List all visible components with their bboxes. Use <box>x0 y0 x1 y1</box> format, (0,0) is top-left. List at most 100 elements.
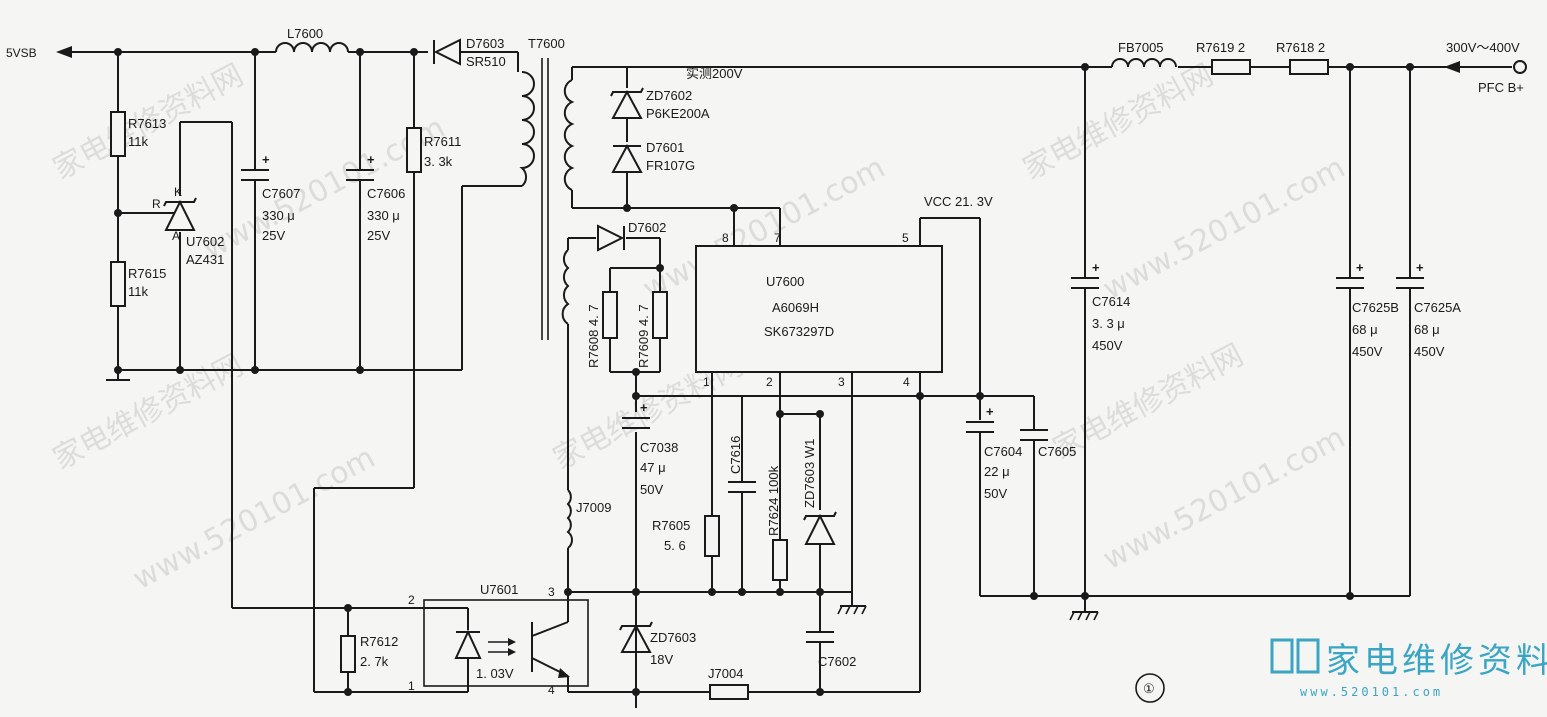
svg-text:+: + <box>262 152 270 167</box>
label-r: R <box>152 197 161 211</box>
capacitor-c7606: + C7606 330 μ 25V <box>346 152 405 243</box>
label-u7601: U7601 <box>480 582 518 597</box>
label-j7009: J7009 <box>576 500 611 515</box>
capacitor-c7616: C7616 <box>728 436 756 493</box>
svg-text:+: + <box>1356 260 1364 275</box>
label-r7612-val: 2. 7k <box>360 654 389 669</box>
label-u7602-val: AZ431 <box>186 252 224 267</box>
label-r7608: R7608 4. 7 <box>586 304 601 368</box>
resistor-r7615: R7615 11k <box>110 261 166 307</box>
label-c7625b-v1: 68 μ <box>1352 322 1378 337</box>
label-r7613-val: 11k <box>128 134 148 149</box>
pin-2: 2 <box>766 375 773 389</box>
label-d7603: D7603 <box>466 36 504 51</box>
watermark-cn: 家电维修资料网 <box>1017 58 1219 187</box>
label-t7600: T7600 <box>528 36 565 51</box>
regulator-u7602: K R A U7602 AZ431 <box>152 185 224 267</box>
watermark-url: www.520101.com <box>127 440 381 597</box>
label-u7602: U7602 <box>186 234 224 249</box>
pin-7: 7 <box>774 231 781 245</box>
label-vcc: VCC 21. 3V <box>924 194 993 209</box>
opto-pin-4: 4 <box>548 683 555 697</box>
diode-d7602: D7602 <box>597 220 666 252</box>
svg-text:+: + <box>986 404 994 419</box>
resistor-r7611: R7611 3. 3k <box>406 127 461 173</box>
label-r7609: R7609 4. 7 <box>636 304 651 368</box>
svg-text:+: + <box>1092 260 1100 275</box>
label-zd7602: ZD7602 <box>646 88 692 103</box>
label-circle-num: ① <box>1143 681 1155 696</box>
label-c7625a-v1: 68 μ <box>1414 322 1440 337</box>
label-c7038: C7038 <box>640 440 678 455</box>
resistor-r7619: R7619 2 <box>1196 40 1251 75</box>
label-input-voltage: 300V～400V <box>1446 40 1520 55</box>
ferrite-fb7005: FB7005 <box>1111 40 1177 68</box>
capacitor-c7607: + C7607 330 μ 25V <box>241 152 300 243</box>
input-terminal: 300V～400V PFC B+ <box>1444 40 1527 95</box>
inductor-l7600: L7600 <box>275 26 349 53</box>
label-c7607: C7607 <box>262 186 300 201</box>
label-c7604-v1: 22 μ <box>984 464 1010 479</box>
label-u7600-code: SK673297D <box>764 324 834 339</box>
label-c7625a: C7625A <box>1414 300 1461 315</box>
label-pfc: PFC B+ <box>1478 80 1524 95</box>
label-5vsb: 5VSB <box>6 46 37 60</box>
junctions <box>114 48 1414 696</box>
label-c7606-v1: 330 μ <box>367 208 400 223</box>
label-d7603-val: SR510 <box>466 54 506 69</box>
optocoupler-u7601: U7601 2 1 3 4 1. 03V <box>408 582 589 697</box>
opto-pin-1: 1 <box>408 679 415 693</box>
watermark-cn: 家电维修资料网 <box>47 348 249 477</box>
capacitor-c7625a: + C7625A 68 μ 450V <box>1396 260 1461 359</box>
label-r7611: R7611 <box>424 134 461 149</box>
logo-url: www.520101.com <box>1300 685 1443 699</box>
label-u7600-part: A6069H <box>772 300 819 315</box>
svg-text:+: + <box>1416 260 1424 275</box>
ground-right <box>1069 611 1099 621</box>
capacitor-c7604: + C7604 22 μ 50V <box>966 404 1022 501</box>
label-d7601-val: FR107G <box>646 158 695 173</box>
zener-zd7603-w1: ZD7603 W1 <box>802 439 837 545</box>
label-l7600: L7600 <box>287 26 323 41</box>
resistor-r7618: R7618 2 <box>1276 40 1329 75</box>
label-c7607-v1: 330 μ <box>262 208 295 223</box>
label-r7605: R7605 <box>652 518 690 533</box>
label-c7602: C7602 <box>818 654 856 669</box>
jumper-j7009: J7009 <box>566 489 611 549</box>
resistor-r7613: R7613 11k <box>110 111 166 157</box>
wires <box>60 51 1512 708</box>
label-d7602: D7602 <box>628 220 666 235</box>
label-c7616: C7616 <box>728 436 743 474</box>
transformer-t7600: T7600 <box>519 36 575 340</box>
capacitor-c7605: C7605 <box>1020 429 1076 459</box>
capacitor-c7602: C7602 <box>806 631 856 669</box>
label-c7614: C7614 <box>1092 294 1130 309</box>
svg-text:+: + <box>367 152 375 167</box>
pin-8: 8 <box>722 231 729 245</box>
watermark-url: www.520101.com <box>1097 420 1351 577</box>
pin-3: 3 <box>838 375 845 389</box>
diode-d7601: D7601 FR107G <box>611 140 695 173</box>
label-r7615: R7615 <box>128 266 166 281</box>
label-r7624: R7624 100k <box>766 465 781 536</box>
label-zd7603: ZD7603 <box>650 630 696 645</box>
logo-text: 家电维修资料网 <box>1326 641 1547 681</box>
zener-zd7603: ZD7603 18V <box>619 621 696 667</box>
label-c7038-v2: 50V <box>640 482 663 497</box>
label-a: A <box>172 229 180 243</box>
label-r7615-val: 11k <box>128 284 148 299</box>
label-measured: 实测200V <box>686 66 743 81</box>
capacitor-c7625b: + C7625B 68 μ 450V <box>1336 260 1399 359</box>
label-c7614-v2: 450V <box>1092 338 1123 353</box>
label-zd7603w1: ZD7603 W1 <box>802 439 817 508</box>
label-r7613: R7613 <box>128 116 166 131</box>
resistor-j7004: J7004 <box>708 666 749 700</box>
label-r7619: R7619 2 <box>1196 40 1245 55</box>
label-c7614-v1: 3. 3 μ <box>1092 316 1125 331</box>
label-c7605: C7605 <box>1038 444 1076 459</box>
label-k: K <box>174 185 182 199</box>
label-c7606: C7606 <box>367 186 405 201</box>
svg-text:+: + <box>640 400 648 415</box>
opto-pin-3: 3 <box>548 585 555 599</box>
